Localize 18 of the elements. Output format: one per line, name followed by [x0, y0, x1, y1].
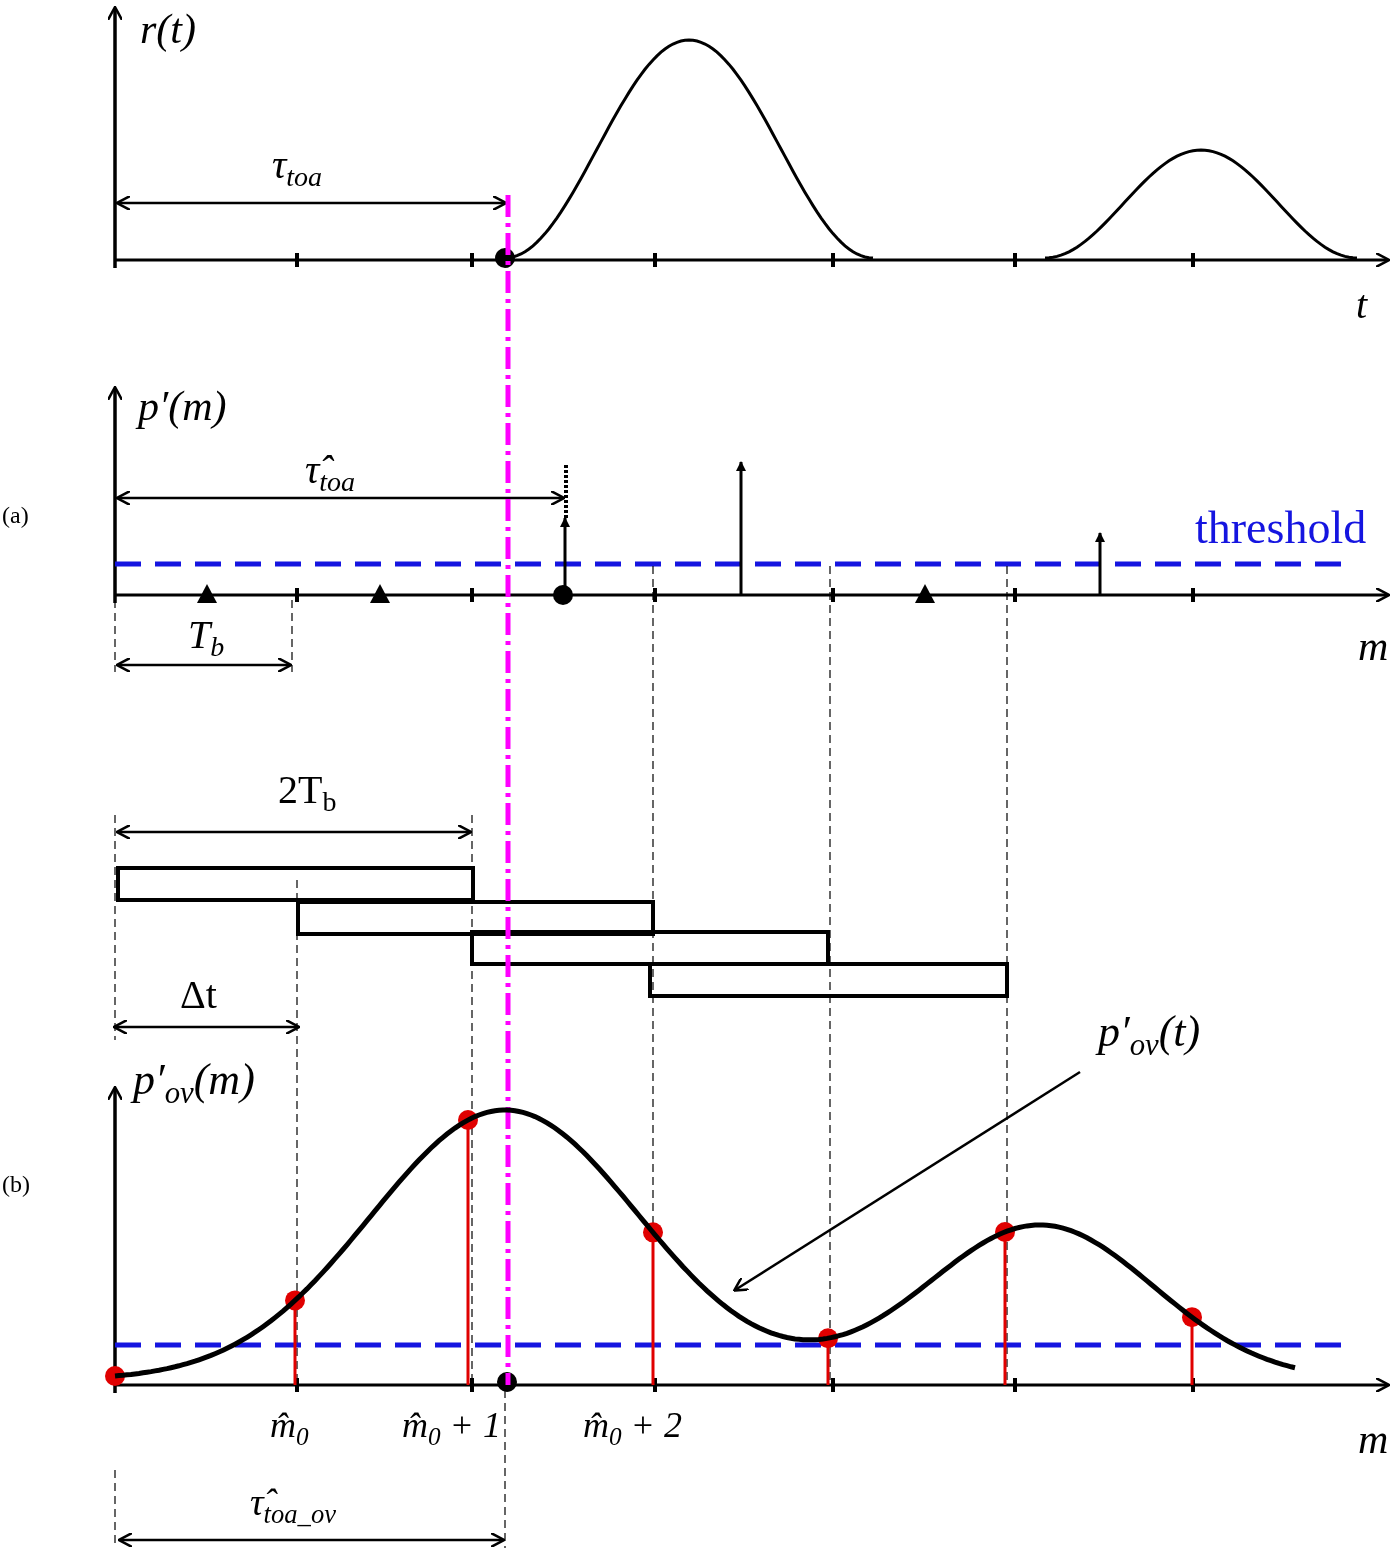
tick-label: m̂$_{0}$ [270, 1407, 309, 1449]
tick-label: m̂$_{0}$ + 1 [402, 1407, 501, 1449]
tick-label: m̂$_{0}$ + 2 [583, 1407, 682, 1449]
axis-label: r(t) [140, 8, 196, 50]
threshold-label: threshold [1195, 505, 1367, 551]
dimension-label: τ̂$_{toa}$ [305, 450, 356, 497]
dimension-label: T$_{b}$ [188, 615, 225, 662]
panel-label: (a) [2, 503, 29, 527]
axis-label: m [1358, 625, 1389, 667]
dimension-label: 2T$_{b}$ [278, 770, 337, 817]
dimension-label: τ$_{toa}$ [272, 145, 323, 192]
axis-label: m [1358, 1418, 1389, 1460]
dimension-label: τ̂$_{toa_ov}$ [250, 1483, 336, 1528]
correlation-curve [114, 1107, 1296, 1379]
dimension-label: Δt [180, 975, 217, 1015]
panel-label: (b) [2, 1172, 30, 1196]
axis-label: t [1356, 285, 1368, 325]
leader-line [732, 1070, 1081, 1292]
